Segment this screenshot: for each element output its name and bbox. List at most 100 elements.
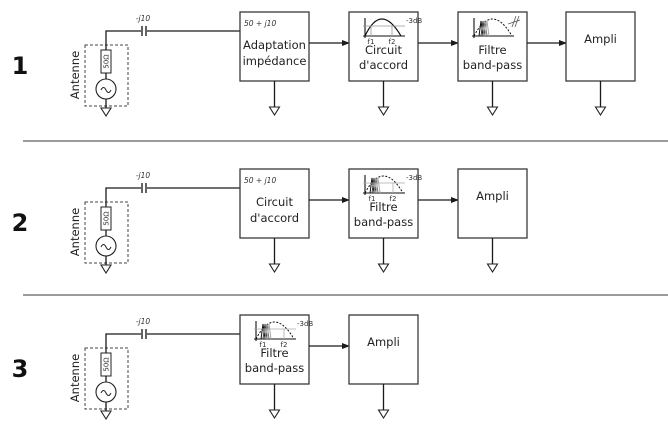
row-number: 2 <box>12 209 29 237</box>
filter-spike <box>266 323 272 340</box>
block-amp: Ampli <box>348 314 419 420</box>
f1-label: f1 <box>369 195 376 203</box>
impedance-annotation: 50 + j10 <box>244 19 276 28</box>
block-label: Circuit <box>256 195 294 209</box>
level-label: -3dB <box>406 174 422 182</box>
capacitor-gap <box>141 183 147 193</box>
resistor-label: 50Ω <box>103 357 111 372</box>
block-label: Filtre <box>260 346 288 360</box>
antenna-wire <box>105 333 240 353</box>
ground-icon <box>486 106 499 117</box>
cut-marker <box>511 15 517 28</box>
filter-spike <box>478 20 484 37</box>
resistor-label: 50Ω <box>103 54 111 69</box>
f2-label: f2 <box>281 341 288 349</box>
block-label: Ampli <box>584 32 617 46</box>
capacitor-gap <box>141 26 147 36</box>
capacitor-reactance-label: -j10 <box>136 317 151 326</box>
block-frame <box>457 168 528 239</box>
cut-marker <box>514 15 520 28</box>
response-curve <box>364 175 404 194</box>
filter-spike <box>264 323 270 340</box>
antenna-label: Antenne <box>68 51 82 99</box>
series-capacitor: -j10 <box>136 317 151 339</box>
f1-label: f1 <box>260 341 267 349</box>
response-curve <box>473 18 513 37</box>
filter-spike <box>375 177 381 194</box>
block-amp: Ampli <box>457 168 528 274</box>
filter-response-graph <box>472 15 521 38</box>
ground-icon <box>377 263 390 274</box>
bandwidth-graph: -3dB f1 f2 <box>363 17 422 46</box>
filter-response-graph: -3dB f1 f2 <box>254 320 313 349</box>
filter-spike <box>482 20 488 37</box>
ground-icon <box>268 409 281 420</box>
antenna: Antenne 50Ω <box>68 187 240 275</box>
block-frame <box>348 314 419 385</box>
block-frame <box>239 11 310 82</box>
f1-label: f1 <box>368 38 375 46</box>
response-curve <box>364 18 402 37</box>
filter-spike <box>369 177 375 194</box>
level-label: -3dB <box>297 320 313 328</box>
resistor-label: 50Ω <box>103 211 111 226</box>
ground-icon <box>377 106 390 117</box>
filter-spike <box>262 323 268 340</box>
block-frame <box>348 168 419 239</box>
ground-icon <box>100 264 112 275</box>
antenna-wire <box>105 187 240 207</box>
sine-wave-icon <box>100 390 112 396</box>
filter-spike <box>373 177 379 194</box>
antenna: Antenne 50Ω <box>68 30 240 118</box>
block-frame <box>239 168 310 239</box>
series-capacitor: -j10 <box>136 171 151 193</box>
filter-spike <box>480 20 486 37</box>
f2-label: f2 <box>389 38 396 46</box>
block-label: Adaptation <box>243 38 306 52</box>
capacitor-reactance-label: -j10 <box>136 171 151 180</box>
capacitor-gap <box>141 329 147 339</box>
block-frame <box>239 314 310 385</box>
response-curve <box>255 321 295 340</box>
level-label: -3dB <box>406 17 422 25</box>
series-capacitor: -j10 <box>136 14 151 36</box>
filter-spike <box>484 20 490 37</box>
ground-icon <box>268 263 281 274</box>
block-label: band-pass <box>463 58 522 72</box>
block-label: band-pass <box>245 361 304 375</box>
filter-spike <box>260 323 266 340</box>
filter-spike <box>371 177 377 194</box>
ground-icon <box>486 263 499 274</box>
block-label: d'accord <box>359 58 408 72</box>
block-label: Circuit <box>365 43 403 57</box>
antenna-label: Antenne <box>68 208 82 256</box>
antenna-wire <box>105 30 240 50</box>
block-label: d'accord <box>250 211 299 225</box>
sine-wave-icon <box>100 244 112 250</box>
ground-icon <box>268 106 281 117</box>
block-label: band-pass <box>354 215 413 229</box>
capacitor-reactance-label: -j10 <box>136 14 151 23</box>
block-label: Ampli <box>367 335 400 349</box>
block-amp: Ampli <box>565 11 636 117</box>
ground-icon <box>100 107 112 118</box>
impedance-annotation: 50 + j10 <box>244 176 276 185</box>
block-label: Filtre <box>369 200 397 214</box>
antenna-label: Antenne <box>68 354 82 402</box>
block-label: Ampli <box>476 189 509 203</box>
block-frame <box>457 11 528 82</box>
ground-icon <box>594 106 607 117</box>
ground-icon <box>377 409 390 420</box>
row-number: 3 <box>12 355 29 383</box>
